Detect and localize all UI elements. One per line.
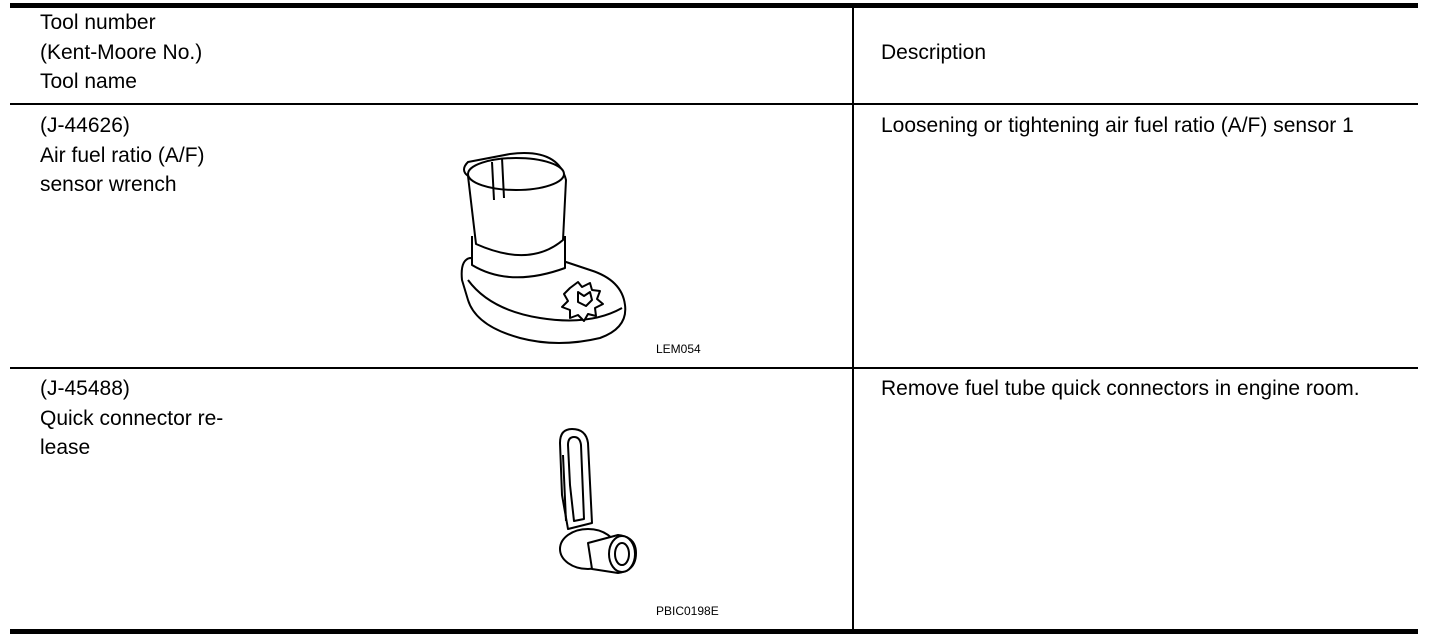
- description-j45488: Remove fuel tube quick connectors in eng…: [881, 377, 1360, 400]
- quick-connector-release-illustration: [559, 428, 637, 574]
- header-tool-column: Tool number (Kent-Moore No.) Tool name: [40, 11, 203, 93]
- header-divider: [10, 103, 1418, 105]
- figure-code-lem054: LEM054: [656, 342, 701, 356]
- column-divider: [852, 8, 854, 629]
- figure-code-pbic0198e: PBIC0198E: [656, 604, 719, 618]
- special-service-tools-table: Tool number (Kent-Moore No.) Tool name D…: [10, 0, 1418, 644]
- header-description-column: Description: [881, 41, 987, 64]
- table-top-rule: [10, 3, 1418, 8]
- row-divider: [10, 367, 1418, 369]
- tool-name-j44626: (J-44626) Air fuel ratio (A/F) sensor wr…: [40, 114, 205, 196]
- tool-name-j45488: (J-45488) Quick connector re- lease: [40, 377, 224, 459]
- table-bottom-rule: [10, 629, 1418, 634]
- af-sensor-wrench-illustration: [460, 152, 627, 344]
- description-j44626: Loosening or tightening air fuel ratio (…: [881, 114, 1354, 137]
